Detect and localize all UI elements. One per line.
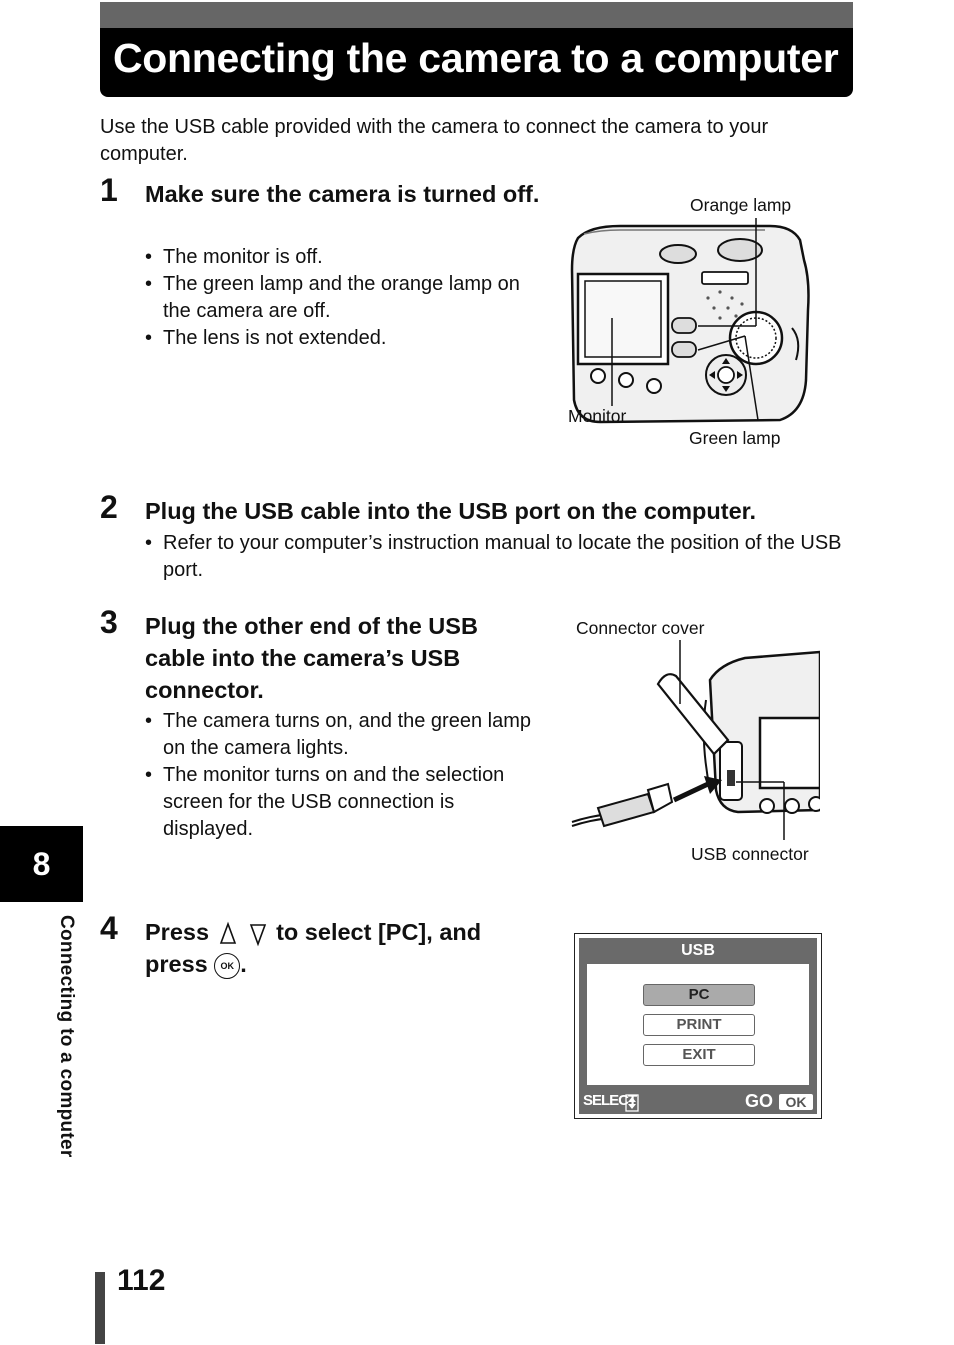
step-2-number: 2 (100, 489, 118, 525)
page-number-bar (95, 1272, 105, 1344)
step-3-bullets: The camera turns on, and the green lamp … (145, 708, 535, 843)
list-item: The green lamp and the orange lamp on th… (145, 271, 545, 325)
usb-screen-title: USB (681, 942, 715, 959)
screen-frame: USB PC PRINT EXIT SELECT GO OK (579, 938, 817, 1114)
usb-screen-footer: SELECT GO OK (579, 1090, 817, 1114)
list-item: The lens is not extended. (145, 325, 545, 352)
step-4-period: . (240, 951, 247, 977)
press-text-2: press (145, 951, 208, 977)
monitor-caption: Monitor (568, 406, 627, 426)
usb-connection-illustration (571, 640, 820, 840)
page-number: 112 (117, 1264, 166, 1297)
list-item: Refer to your computer’s instruction man… (145, 530, 857, 584)
chapter-tab: 8 (0, 826, 83, 902)
step-2-bullets: Refer to your computer’s instruction man… (145, 530, 857, 584)
step-4-number: 4 (100, 910, 118, 946)
step-1-number: 1 (100, 172, 118, 208)
step-1-bullets: The monitor is off. The green lamp and t… (145, 244, 545, 352)
go-label: GO (744, 1091, 773, 1111)
page-title: Connecting the camera to a computer (113, 35, 839, 81)
up-down-arrow-icon (219, 921, 266, 947)
option-pc[interactable]: PC (643, 984, 755, 1006)
orange-lamp-caption: Orange lamp (690, 195, 792, 215)
connector-cover-caption: Connector cover (576, 618, 705, 638)
step-3-number: 3 (100, 604, 118, 640)
option-print[interactable]: PRINT (643, 1014, 755, 1036)
select-pc-text: to select [PC], and (276, 919, 482, 945)
option-exit[interactable]: EXIT (643, 1044, 755, 1066)
ok-label: OK (779, 1094, 813, 1110)
step-1-heading: Make sure the camera is turned off. (145, 181, 540, 207)
list-item: The monitor is off. (145, 244, 545, 271)
press-text: Press (145, 919, 210, 945)
usb-connector-caption: USB connector (691, 844, 809, 864)
green-lamp-caption: Green lamp (689, 428, 781, 448)
chapter-label: Connecting to a computer (56, 915, 77, 1158)
step-4-heading: Press to select [PC], and press OK. (145, 916, 545, 980)
step-3-heading: Plug the other end of the USB cable into… (145, 613, 478, 703)
title-strip (100, 2, 853, 28)
list-item: The camera turns on, and the green lamp … (145, 708, 535, 762)
usb-options-panel: PC PRINT EXIT (587, 964, 809, 1085)
title-bar: Connecting the camera to a computer (100, 2, 853, 97)
camera-back-illustration (570, 218, 810, 424)
usb-selection-screen: USB PC PRINT EXIT SELECT GO OK (574, 933, 822, 1119)
step-2-heading: Plug the USB cable into the USB port on … (145, 498, 757, 524)
ok-button-icon: OK (214, 952, 241, 979)
intro-text: Use the USB cable provided with the came… (100, 116, 769, 165)
list-item: The monitor turns on and the selection s… (145, 762, 535, 843)
select-label: SELECT (583, 1092, 637, 1109)
select-arrows-icon (625, 1094, 639, 1112)
